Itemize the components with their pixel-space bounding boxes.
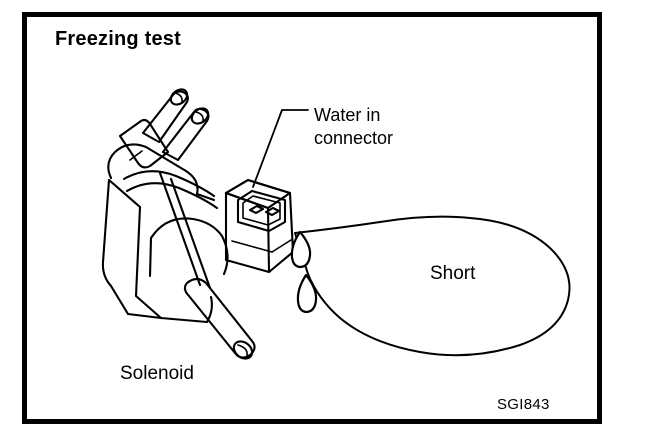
label-short: Short xyxy=(430,263,476,284)
page-title: Freezing test xyxy=(55,28,181,50)
label-water-in-connector: Water in connector xyxy=(314,105,394,149)
figure-code: SGI843 xyxy=(497,396,550,413)
figure-border xyxy=(22,12,602,424)
label-solenoid: Solenoid xyxy=(120,363,194,384)
